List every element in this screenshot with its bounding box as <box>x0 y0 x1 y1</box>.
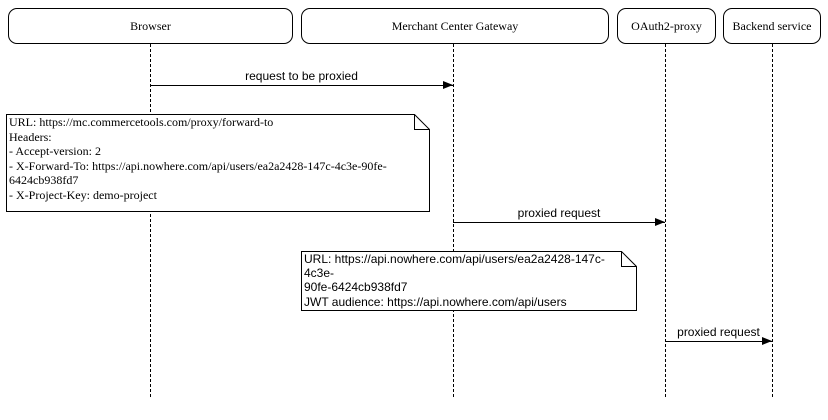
lifeline-backend-service <box>772 44 773 397</box>
lifeline-browser <box>150 44 151 397</box>
lifeline-oauth2-proxy <box>665 44 666 397</box>
participant-label: OAuth2-proxy <box>631 18 702 33</box>
message-label-proxied-request: proxied request <box>517 206 601 220</box>
arrowhead-right-icon <box>443 81 453 89</box>
note-shape <box>301 251 637 311</box>
arrowhead-right-icon <box>762 337 772 345</box>
participant-backend-service: Backend service <box>723 8 821 44</box>
participant-oauth2-proxy: OAuth2-proxy <box>617 8 716 44</box>
participant-browser: Browser <box>8 8 293 44</box>
participant-label: Backend service <box>732 18 812 33</box>
note-proxy-request-headers: URL: https://mc.commercetools.com/proxy/… <box>6 114 430 212</box>
note-text: URL: https://api.nowhere.com/api/users/e… <box>304 252 605 309</box>
message-label-request-to-be-proxied: request to be proxied <box>245 69 358 83</box>
note-shape <box>6 114 430 212</box>
lifeline-merchant-center-gateway <box>453 44 454 397</box>
message-line <box>453 222 665 223</box>
message-line <box>150 85 453 86</box>
arrowhead-right-icon <box>655 218 665 226</box>
participant-label: Browser <box>130 18 171 33</box>
note-text: URL: https://mc.commercetools.com/proxy/… <box>9 115 387 202</box>
note-proxied-request-details: URL: https://api.nowhere.com/api/users/e… <box>301 251 637 311</box>
participant-label: Merchant Center Gateway <box>391 18 519 33</box>
participant-merchant-center-gateway: Merchant Center Gateway <box>301 8 609 44</box>
message-line <box>665 341 772 342</box>
message-label-proxied-request: proxied request <box>677 325 760 339</box>
